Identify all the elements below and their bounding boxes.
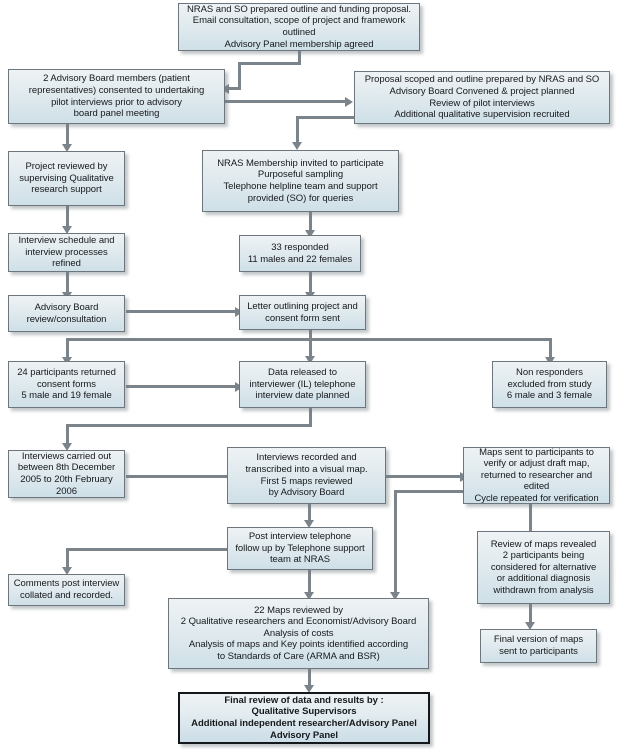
connector-n11-down [309, 408, 312, 426]
connector-n13-to-n14 [126, 475, 236, 478]
connector-n2-to-n4 [66, 124, 69, 146]
node-text: Maps sent to participants to verify or a… [474, 446, 599, 504]
node-text: 2 Advisory Board members (patient repres… [28, 73, 205, 120]
node-interviews-carried-out[interactable]: Interviews carried out between 8th Decem… [8, 450, 125, 498]
node-text: 24 participants returned consent forms 5… [17, 367, 116, 402]
connector-into-n2 [229, 87, 241, 90]
node-final-version-maps[interactable]: Final version of maps sent to participan… [480, 629, 597, 663]
connector-down-to-n2-arrow [238, 62, 241, 87]
node-22-maps-reviewed[interactable]: 22 Maps reviewed by 2 Qualitative resear… [168, 598, 429, 669]
connector-n14-to-n15 [386, 475, 462, 478]
arrowhead-into-n7 [305, 230, 315, 238]
connector-down-to-n5 [296, 119, 299, 144]
connector-branch-horizontal [394, 490, 464, 493]
arrowhead-into-n4 [62, 144, 72, 152]
connector-n1-down [298, 51, 301, 63]
node-text: NRAS and SO prepared outline and funding… [186, 3, 412, 50]
node-advisory-board-members[interactable]: 2 Advisory Board members (patient repres… [8, 69, 225, 124]
node-interview-schedule[interactable]: Interview schedule and interview process… [8, 233, 125, 272]
node-project-reviewed[interactable]: Project reviewed by supervising Qualitat… [8, 151, 125, 206]
node-text: Final review of data and results by : Qu… [191, 694, 417, 741]
node-nras-membership-invited[interactable]: NRAS Membership invited to participate P… [202, 150, 399, 212]
connector-n10-to-n11 [126, 385, 237, 388]
connector-n11-bus-left [66, 424, 312, 427]
node-review-of-maps-revealed[interactable]: Review of maps revealed 2 participants b… [477, 531, 610, 604]
connector-n5-to-n7 [309, 212, 312, 232]
connector-n9-to-n11 [309, 330, 312, 358]
node-text: Review of maps revealed 2 participants b… [490, 538, 597, 596]
node-non-responders[interactable]: Non responders excluded from study 6 mal… [492, 361, 607, 408]
arrowhead-into-n18 [62, 567, 72, 575]
connector-n4-to-n6 [66, 206, 69, 228]
node-text: Advisory Board review/consultation [26, 301, 107, 325]
node-outline-funding-proposal[interactable]: NRAS and SO prepared outline and funding… [178, 3, 420, 51]
node-data-released[interactable]: Data released to interviewer (IL) teleph… [239, 361, 366, 408]
arrowhead-into-n16 [304, 520, 314, 528]
connector-n16-to-n19 [308, 570, 311, 595]
connector-down-to-n10 [66, 338, 69, 360]
arrowhead-into-n11 [305, 356, 315, 364]
connector-down-to-n12 [549, 338, 552, 360]
arrowhead-into-n2 [221, 83, 229, 94]
arrowhead-into-n19 [304, 592, 314, 600]
node-text: Post interview telephone follow up by Te… [235, 531, 365, 566]
connector-n2-to-n3 [225, 100, 347, 103]
connector-n9-bus-right [309, 338, 552, 341]
node-text: 33 responded 11 males and 22 females [247, 241, 353, 265]
arrowhead-n2-to-n3 [345, 96, 353, 107]
connector-n7-to-n9 [309, 272, 312, 294]
node-post-interview-telephone[interactable]: Post interview telephone follow up by Te… [227, 527, 373, 570]
arrowhead-into-n6 [62, 226, 72, 234]
connector-down-to-n13 [66, 424, 69, 446]
node-comments-post-interview[interactable]: Comments post interview collated and rec… [8, 574, 125, 606]
node-24-participants-returned[interactable]: 24 participants returned consent forms 5… [8, 361, 125, 408]
connector-n3-bottom-left [296, 116, 356, 119]
connector-n6-to-n8 [66, 272, 69, 294]
arrowhead-into-n21 [304, 685, 314, 693]
node-text: Proposal scoped and outline prepared by … [364, 74, 600, 121]
node-text: Data released to interviewer (IL) teleph… [249, 367, 356, 402]
node-text: Interviews recorded and transcribed into… [245, 452, 368, 499]
connector-n19-to-n21 [308, 669, 311, 687]
node-interviews-recorded[interactable]: Interviews recorded and transcribed into… [227, 447, 386, 504]
arrowhead-into-n5 [292, 142, 302, 150]
node-final-review[interactable]: Final review of data and results by : Qu… [178, 692, 430, 744]
node-proposal-scoped[interactable]: Proposal scoped and outline prepared by … [354, 71, 610, 124]
node-text: Interviews carried out between 8th Decem… [17, 450, 116, 497]
connector-n9-bus-left [66, 338, 310, 341]
connector-n8-to-n9 [126, 310, 237, 313]
connector-down-to-n18 [66, 548, 69, 570]
node-maps-sent-to-participants[interactable]: Maps sent to participants to verify or a… [463, 447, 610, 504]
node-text: NRAS Membership invited to participate P… [217, 157, 384, 204]
connector-branch-to-n19 [394, 490, 397, 595]
connector-n17-to-n20 [529, 604, 532, 624]
connector-n1-split-left [238, 62, 301, 65]
node-text: Non responders excluded from study 6 mal… [506, 367, 593, 402]
connector-n16-to-n18-bus [66, 548, 241, 551]
arrowhead-into-n20 [525, 622, 535, 630]
arrowhead-into-n13 [62, 443, 72, 451]
node-text: Letter outlining project and consent for… [247, 300, 358, 324]
node-letter-outlining[interactable]: Letter outlining project and consent for… [239, 295, 366, 330]
node-text: Project reviewed by supervising Qualitat… [19, 161, 114, 196]
node-text: Final version of maps sent to participan… [493, 634, 584, 657]
connector-n15-down [529, 504, 532, 544]
connector-n14-to-n16 [308, 504, 311, 522]
node-advisory-board-review[interactable]: Advisory Board review/consultation [8, 295, 125, 332]
node-text: Comments post interview collated and rec… [13, 578, 120, 601]
arrowhead-into-n19-right [390, 592, 400, 600]
node-text: 22 Maps reviewed by 2 Qualitative resear… [180, 604, 417, 662]
node-text: Interview schedule and interview process… [18, 235, 115, 270]
node-33-responded[interactable]: 33 responded 11 males and 22 females [239, 235, 361, 272]
